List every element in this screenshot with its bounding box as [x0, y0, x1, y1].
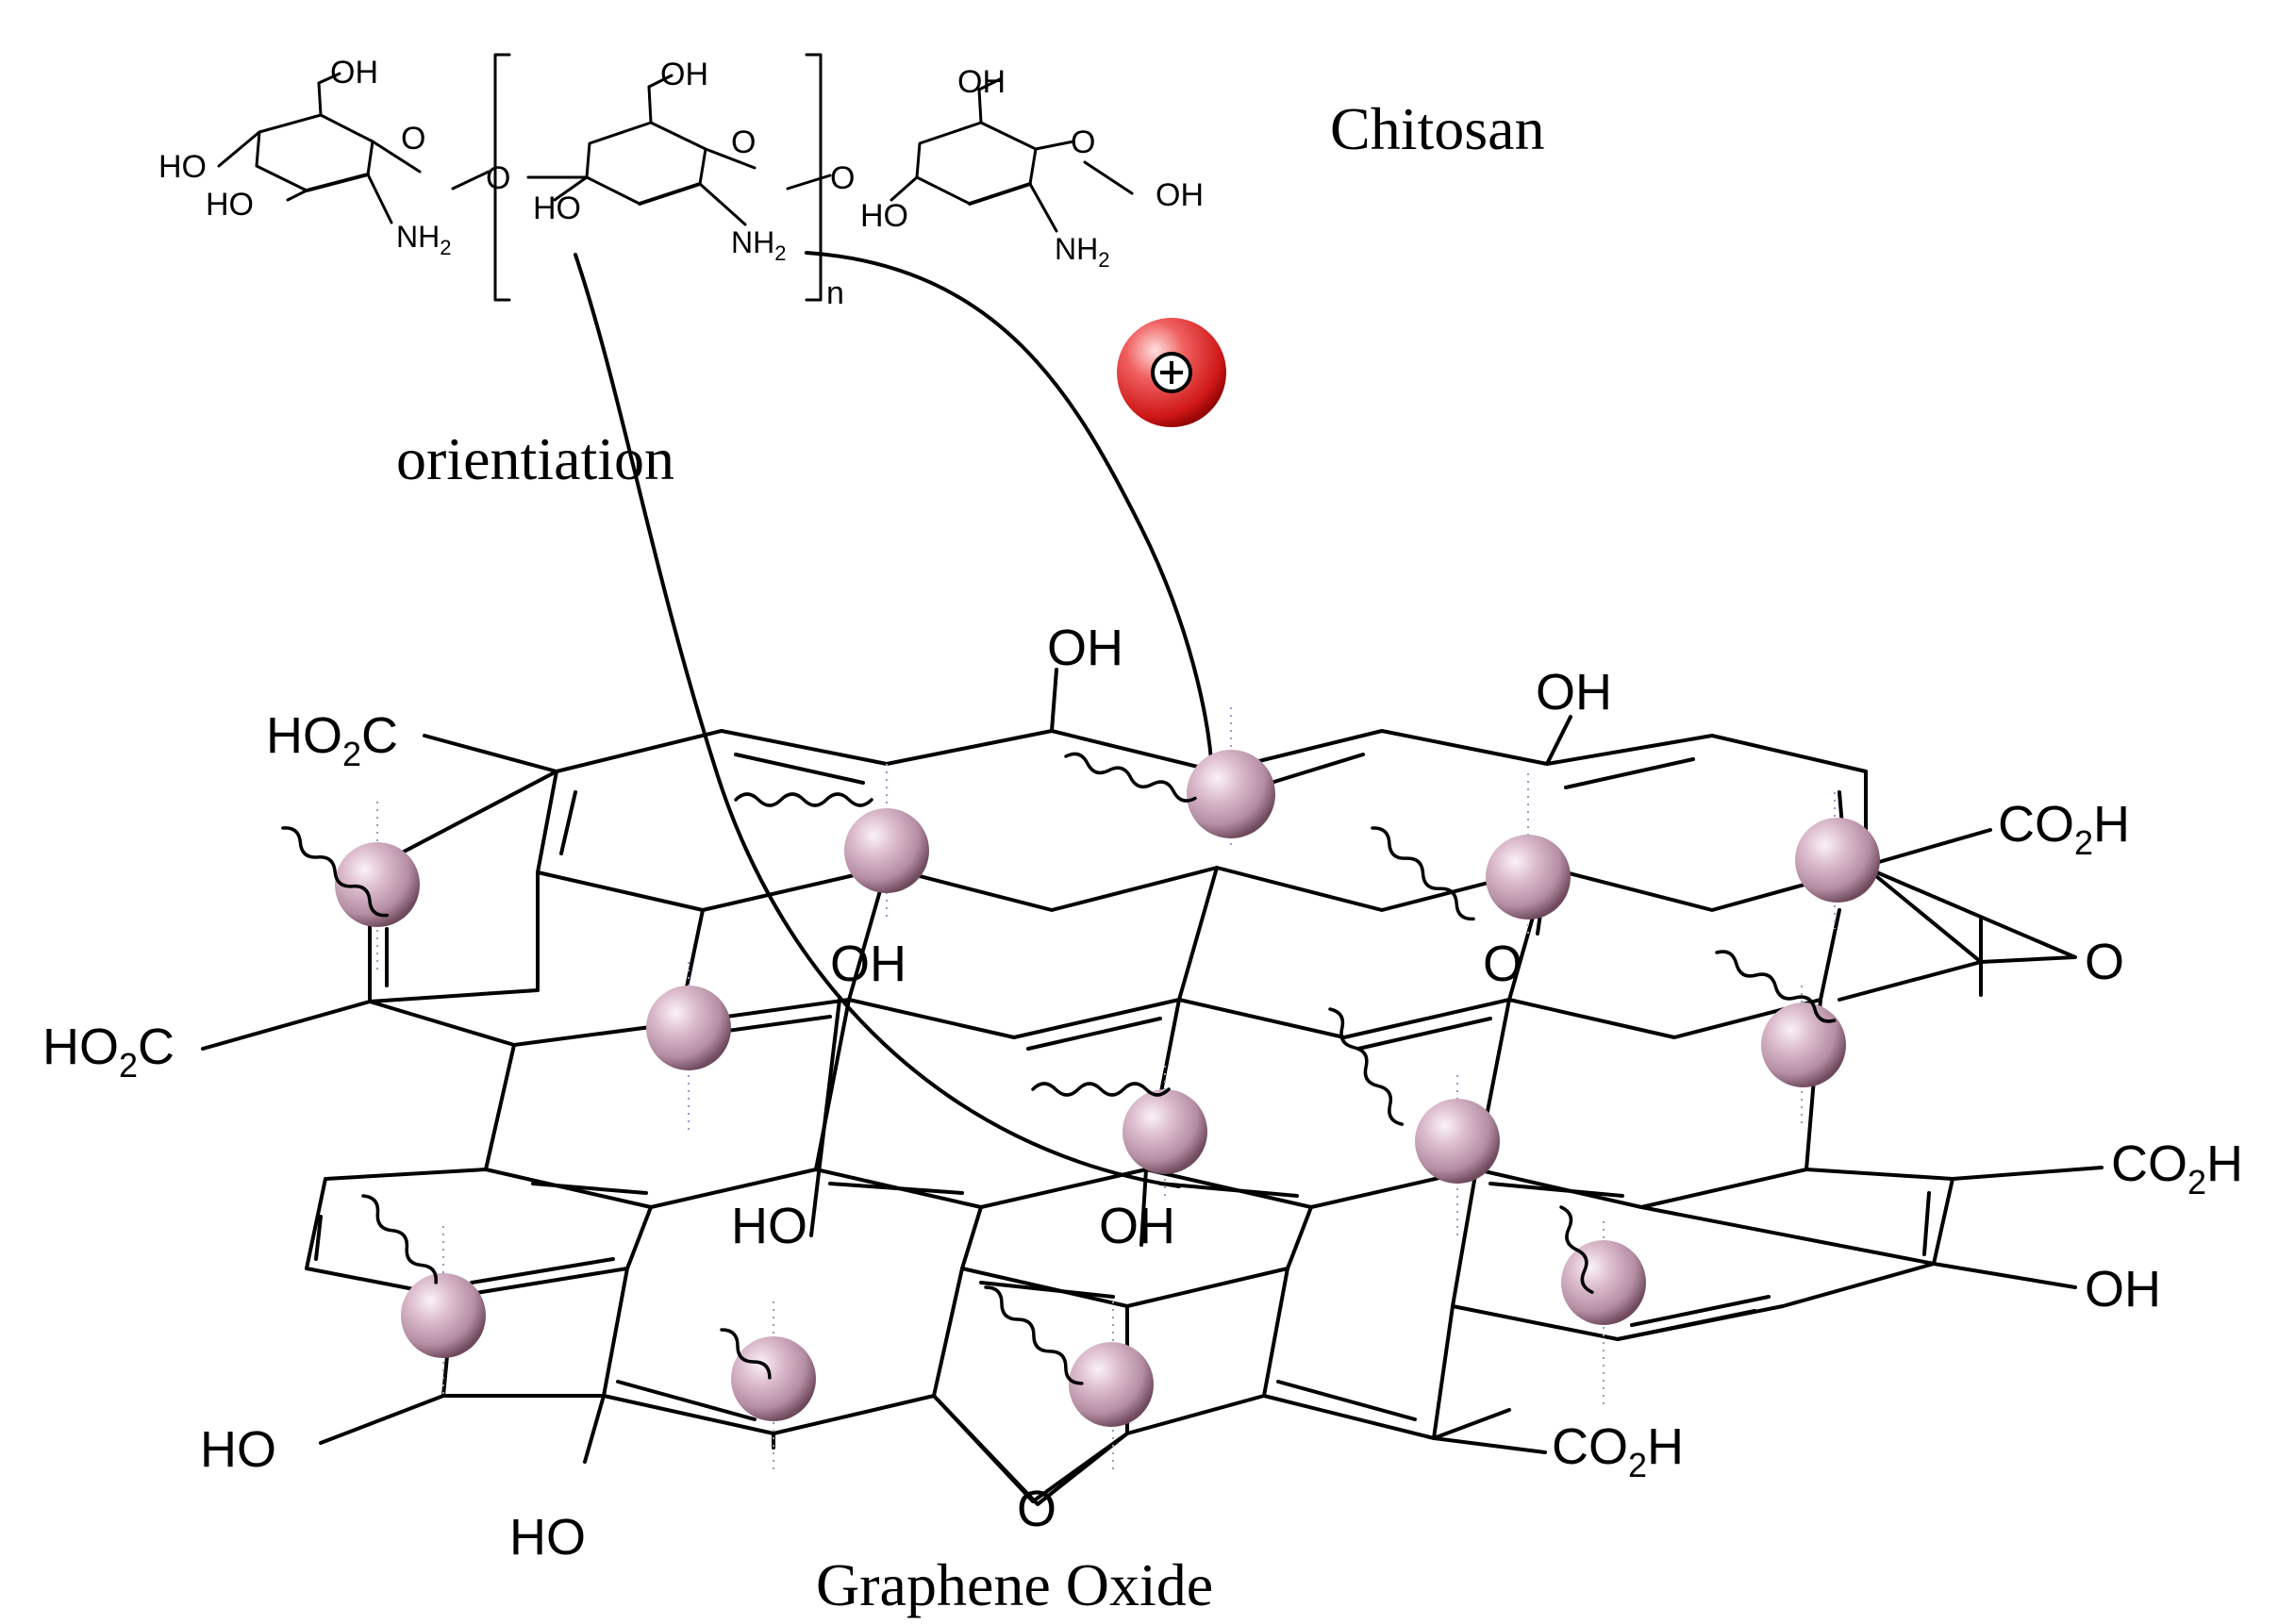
- nanoparticle: [1069, 1301, 1154, 1471]
- nanoparticle: [1486, 773, 1571, 934]
- chitosan-ring-o-2: O: [731, 124, 756, 160]
- go-oh-right: OH: [2085, 1261, 2161, 1317]
- go-ho2c-left: HO2C: [42, 1019, 175, 1085]
- wavy-linker: [984, 1285, 1084, 1385]
- wavy-linker: [281, 826, 390, 918]
- chitosan-oh-right: OH: [1156, 177, 1204, 213]
- wavy-linker: [734, 792, 873, 807]
- graphene-oxide-sheet: [201, 668, 2104, 1506]
- nanoparticle: [1561, 1221, 1646, 1405]
- orientation-curve-left: [574, 253, 1181, 1188]
- go-ho2c-top: HO2C: [266, 707, 398, 773]
- go-oh-top-2: OH: [1536, 664, 1612, 721]
- nanoparticle: [844, 764, 929, 920]
- go-ho-bottom-left-1: HO: [200, 1421, 276, 1478]
- cation-particle: [1117, 318, 1226, 427]
- chitosan-ho-1b: HO: [206, 187, 254, 223]
- nanoparticle: [335, 802, 420, 971]
- chitosan-nh2-1: NH2: [396, 220, 451, 259]
- chitosan-ho-1a: HO: [158, 149, 207, 185]
- wavy-linker: [1328, 1007, 1405, 1126]
- chitosan-label: Chitosan: [1330, 95, 1545, 162]
- chitosan-ring-3: OH HO O OH NH2: [860, 64, 1204, 272]
- chitosan-ho-2: HO: [533, 191, 581, 226]
- nanoparticle: [1415, 1075, 1500, 1235]
- chitosan-oh-top-3: OH: [957, 64, 1006, 100]
- chitosan-ring-2: OH HO O NH2: [526, 57, 832, 265]
- chitosan-oh-top-2: OH: [660, 57, 708, 92]
- orientation-label: orientiation: [396, 425, 674, 492]
- chitosan-ho-3: HO: [860, 198, 908, 234]
- wavy-linker-layer: [281, 752, 1837, 1385]
- go-co2h-right-2: CO2H: [2111, 1135, 2243, 1201]
- chitosan-structure: OH HO HO O NH2 n O OH HO O NH2: [158, 53, 1204, 311]
- go-co2h-right-1: CO2H: [1998, 796, 2130, 862]
- wavy-linker: [361, 1194, 438, 1284]
- repeat-index: n: [826, 275, 844, 311]
- go-oh-lower: OH: [1099, 1198, 1175, 1254]
- chitosan-ring-o-1: O: [401, 121, 425, 157]
- go-co2h-bottom: CO2H: [1552, 1418, 1684, 1484]
- chitosan-ring-1: OH HO HO O NH2: [158, 55, 491, 259]
- nanoparticle-layer: [335, 707, 1880, 1471]
- chitosan-glycosidic-o-2: O: [830, 160, 855, 196]
- wavy-linker: [1371, 826, 1475, 921]
- wavy-linker: [1031, 1082, 1171, 1097]
- wavy-linker: [720, 1328, 772, 1380]
- nanoparticle: [1795, 792, 1880, 929]
- nanoparticle: [401, 1226, 486, 1396]
- go-oh-top-1: OH: [1047, 620, 1123, 676]
- chitosan-ring-o-3: O: [1071, 124, 1095, 160]
- wavy-linker: [1064, 752, 1197, 803]
- go-ho-bottom-left-2: HO: [509, 1509, 586, 1566]
- nanoparticle: [1761, 986, 1846, 1127]
- graphene-oxide-label: Graphene Oxide: [816, 1551, 1213, 1618]
- wavy-linker: [1559, 1205, 1594, 1294]
- go-oh-middle: OH: [830, 936, 906, 992]
- chitosan-nh2-3: NH2: [1055, 232, 1109, 272]
- chitosan-nh2-2: NH2: [731, 225, 786, 265]
- wavy-linker: [1715, 950, 1837, 1023]
- orientation-curve-right: [805, 251, 1214, 775]
- go-ho-middle: HO: [731, 1198, 807, 1254]
- repeat-bracket: n: [493, 53, 844, 311]
- chitosan-glycosidic-o-1: O: [486, 160, 510, 196]
- chitosan-oh-top-1: OH: [330, 55, 378, 91]
- nanoparticle: [731, 1301, 816, 1471]
- nanoparticle: [1123, 1066, 1207, 1198]
- go-epoxy-o-right: O: [2085, 934, 2124, 990]
- nanoparticle: [1187, 707, 1275, 849]
- go-epoxy-o-upper: O: [1483, 936, 1522, 992]
- nanoparticle: [646, 962, 731, 1132]
- go-epoxy-o-bottom: O: [1017, 1481, 1056, 1537]
- go-functional-groups: OH OH HO2C HO2C CO2H CO2H CO2H OH O O OH…: [42, 620, 2243, 1566]
